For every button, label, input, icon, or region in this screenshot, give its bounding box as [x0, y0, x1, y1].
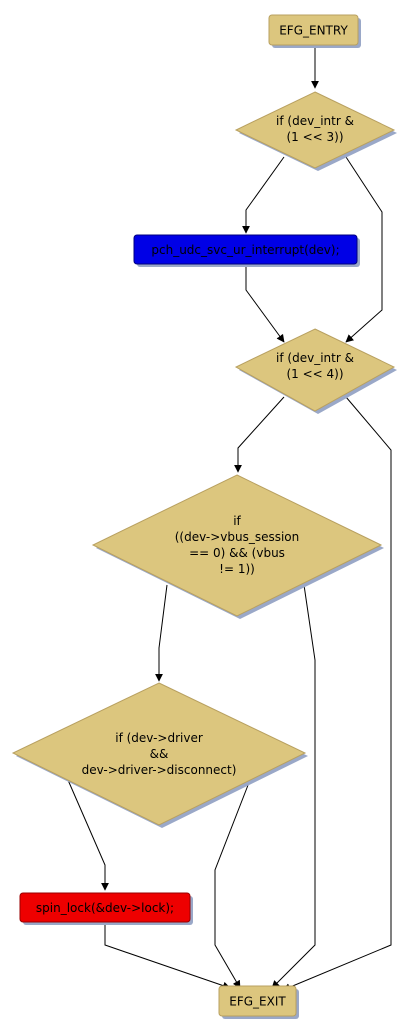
- decision3-line-2: ((dev->vbus_session: [175, 530, 300, 544]
- decision-node-1: if (dev_intr & (1 << 3)): [234, 91, 397, 171]
- decision2-line-2: (1 << 4)): [286, 367, 343, 381]
- edge-decision2-to-decision3: [234, 396, 285, 473]
- decision2-line-1: if (dev_intr &: [276, 351, 354, 365]
- edge-decision1-to-process-ur: [242, 156, 285, 234]
- exit-node: EFG_EXIT: [218, 985, 299, 1019]
- decision-node-4: if (dev->driver && dev->driver->disconne…: [11, 682, 308, 828]
- edge-decision3-to-decision4: [155, 584, 168, 682]
- process-lock-label: spin_lock(&dev->lock);: [36, 901, 174, 915]
- decision-node-3: if ((dev->vbus_session == 0) && (vbus !=…: [91, 474, 384, 619]
- process-ur-node: pch_udc_svc_ur_interrupt(dev);: [133, 234, 360, 267]
- edges: [67, 46, 392, 991]
- edge-decision4-to-process-lock: [67, 779, 109, 891]
- edge-process-ur-to-decision2: [245, 264, 285, 343]
- decision1-line-1: if (dev_intr &: [276, 114, 354, 128]
- decision4-line-2: &&: [150, 747, 169, 761]
- decision-node-2: if (dev_intr & (1 << 4)): [234, 328, 397, 414]
- edge-decision1-to-decision2: [345, 156, 383, 343]
- decision3-diamond: [91, 474, 383, 617]
- edge-process-lock-to-exit: [104, 921, 231, 990]
- decision4-diamond: [11, 682, 307, 826]
- decision2-diamond: [234, 328, 396, 412]
- decision4-line-3: dev->driver->disconnect): [82, 763, 237, 777]
- entry-box: [268, 14, 359, 46]
- process-ur-label: pch_udc_svc_ur_interrupt(dev);: [151, 243, 339, 257]
- decision3-line-3: == 0) && (vbus: [189, 546, 285, 560]
- decision1-line-2: (1 << 3)): [286, 130, 343, 144]
- edge-decision4-to-exit: [214, 779, 251, 989]
- entry-node: EFG_ENTRY: [268, 14, 361, 48]
- exit-label: EFG_EXIT: [229, 995, 286, 1009]
- edge-decision2-to-exit: [282, 396, 392, 991]
- process-ur-box: [133, 234, 358, 265]
- exit-box: [218, 985, 297, 1017]
- decision1-diamond: [234, 91, 396, 169]
- process-lock-node: spin_lock(&dev->lock);: [19, 892, 193, 925]
- decision3-line-1: if: [233, 514, 241, 528]
- decision3-line-4: != 1)): [219, 562, 255, 576]
- edge-decision3-to-exit: [271, 584, 316, 989]
- decision4-line-1: if (dev->driver: [115, 731, 203, 745]
- process-lock-box: [19, 892, 191, 923]
- entry-label: EFG_ENTRY: [279, 24, 348, 38]
